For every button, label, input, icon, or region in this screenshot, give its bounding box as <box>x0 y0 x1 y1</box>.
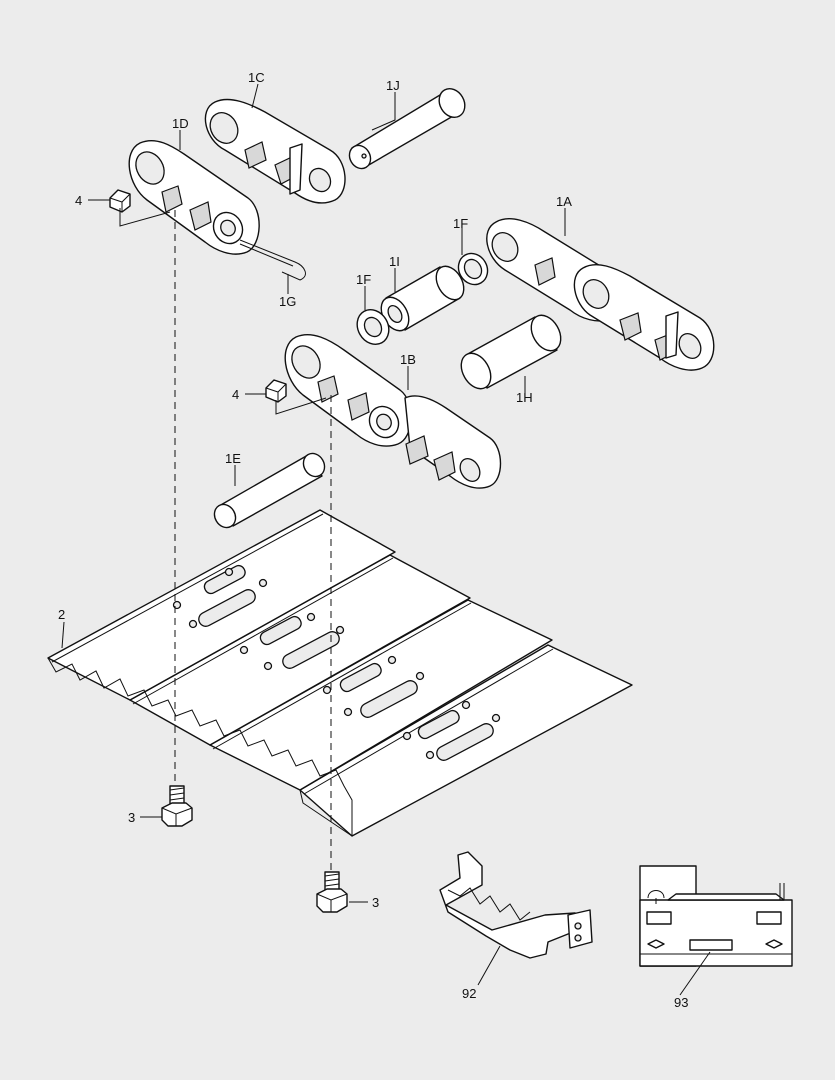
pin-1J <box>348 87 466 170</box>
callout-92: 92 <box>462 986 476 1001</box>
pin-1E <box>213 452 326 529</box>
callout-1F-top: 1F <box>453 216 468 231</box>
callout-1C: 1C <box>248 70 265 85</box>
callout-1G: 1G <box>279 294 296 309</box>
callout-1F-left: 1F <box>356 272 371 287</box>
link-1A <box>486 218 715 371</box>
seal-1F-top <box>457 252 489 286</box>
callout-1B: 1B <box>400 352 416 367</box>
callout-3-left: 3 <box>128 810 135 825</box>
callout-4-upper: 4 <box>75 193 82 208</box>
callout-1I: 1I <box>389 254 400 269</box>
track-shoe-plates <box>47 509 633 837</box>
bolt-3-left <box>161 785 193 827</box>
callout-1H: 1H <box>516 390 533 405</box>
callout-4-lower: 4 <box>232 387 239 402</box>
callout-1A: 1A <box>556 194 572 209</box>
callout-1J: 1J <box>386 78 400 93</box>
link-1C <box>204 98 346 204</box>
callout-93: 93 <box>674 995 688 1010</box>
bushing-1H <box>460 314 562 390</box>
link-1D <box>128 139 260 255</box>
cotter-pin-1G <box>239 239 306 281</box>
nut-4-upper <box>109 189 131 213</box>
leader-lines <box>61 83 711 996</box>
link-1B <box>284 333 502 489</box>
bushing-1I <box>380 265 465 332</box>
callout-1D: 1D <box>172 116 189 131</box>
callout-labels: 1C 1J 1D 4 1F 1A 1I 1F 1G 1B 4 1H 1E 2 3… <box>58 70 688 1010</box>
bolt-3-right <box>316 871 348 913</box>
nut-4-lower <box>265 379 287 403</box>
bracket-92 <box>439 851 593 959</box>
decal-93 <box>639 865 793 967</box>
callout-1E: 1E <box>225 451 241 466</box>
callout-3-right: 3 <box>372 895 379 910</box>
seal-1F-left <box>356 309 390 345</box>
callout-2: 2 <box>58 607 65 622</box>
